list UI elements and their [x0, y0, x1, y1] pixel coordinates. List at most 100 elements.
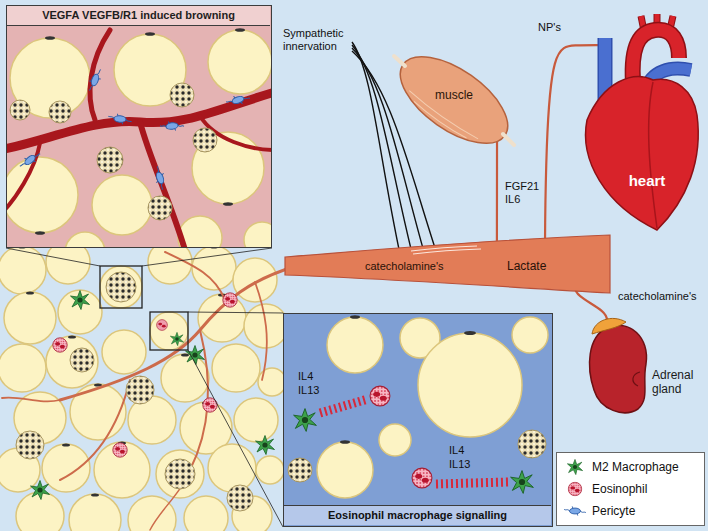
- fat-cluster: [161, 354, 209, 402]
- pericyte: [18, 148, 43, 171]
- inset-illustration: [35, 231, 45, 235]
- organ-label: muscle: [426, 88, 482, 102]
- pericyte: [159, 119, 184, 132]
- cytokine-label: IL13: [448, 458, 471, 471]
- cell-nucleus: [26, 291, 34, 294]
- zoom-frame: [142, 248, 272, 266]
- capillary: [255, 282, 267, 380]
- multilocular-adipocyte: [16, 431, 44, 459]
- muscle-organ: muscle: [388, 48, 520, 158]
- inset-panel: VEGFA VEGFB/R1 induced browning: [6, 5, 272, 248]
- macrophage: [170, 332, 183, 345]
- zoom-frame: [150, 312, 188, 350]
- adrenal-gland: Adrenal gland: [582, 312, 704, 416]
- vessel-label: catecholamine's: [365, 260, 457, 273]
- inset-illustration: [350, 315, 360, 319]
- inset-illustration: [6, 143, 40, 215]
- inset-illustration: [340, 315, 476, 444]
- multilocular-adipocyte: [165, 459, 195, 489]
- zoom-frame: [6, 248, 100, 266]
- inset-panel: Eosinophil macrophage signalling: [283, 313, 553, 527]
- fat-cluster: [58, 290, 102, 334]
- cytokine-label: IL13: [297, 384, 320, 397]
- cell-nucleus: [181, 353, 189, 356]
- pericyte: [86, 67, 104, 93]
- inset-illustration: [170, 83, 194, 107]
- cell-nucleus: [18, 239, 226, 496]
- fat-cluster: [100, 266, 142, 308]
- inset-illustration: [97, 147, 123, 173]
- capillary: [2, 252, 296, 530]
- multilocular-adipocyte: [126, 376, 154, 404]
- muscle-organ-outline: [413, 101, 467, 139]
- pericyte: [108, 113, 133, 125]
- cytokine-label: IL4: [448, 444, 465, 457]
- legend-symbol: [563, 458, 587, 476]
- fat-cluster: [208, 444, 256, 492]
- zoom-frame: [188, 312, 283, 313]
- capillary: [60, 380, 130, 480]
- zoom-frame: [100, 266, 142, 308]
- inset-illustration: [244, 222, 272, 248]
- muscle-organ-outline: [394, 56, 405, 66]
- adrenal-gland-outline: [582, 312, 704, 416]
- inset-ground: [283, 313, 553, 527]
- legend-symbol: [568, 482, 582, 496]
- cytokine-signal: [436, 482, 508, 484]
- inset-illustration: [235, 28, 245, 32]
- legend-symbol: [563, 502, 587, 520]
- inset-illustration: [340, 440, 350, 444]
- nerve-fibre: [352, 42, 400, 254]
- heart-organ-outline: [575, 10, 705, 232]
- fat-cluster: [46, 336, 98, 388]
- organ-label: heart: [617, 172, 677, 190]
- eosinophil: [412, 468, 432, 488]
- cytokine-label: IL4: [297, 370, 314, 383]
- macrophage: [31, 481, 50, 500]
- inset-illustration: [6, 30, 272, 248]
- inset-illustration: [45, 36, 55, 40]
- fat-cluster: [69, 494, 121, 531]
- fat-cluster: [258, 368, 286, 396]
- capillary: [2, 397, 60, 401]
- inset-illustration: [65, 232, 105, 248]
- inset-illustration: [145, 32, 155, 36]
- fat-cluster: [234, 398, 278, 442]
- fat-cluster: [212, 344, 260, 392]
- inset-illustration: [10, 83, 217, 220]
- cell-nucleus: [62, 443, 70, 446]
- legend-item: Eosinophil: [563, 480, 647, 498]
- inset-illustration: [140, 122, 185, 248]
- organ-label: Adrenal gland: [652, 368, 702, 397]
- inset-illustration: [223, 202, 233, 206]
- signal-line: [496, 132, 498, 249]
- signal-label: FGF21 IL6: [503, 180, 541, 206]
- adrenal-gland-outline: [592, 318, 626, 334]
- inset-illustration: [208, 30, 272, 94]
- fat-cluster: [0, 344, 46, 392]
- fat-cluster: [4, 292, 56, 344]
- inset-illustration: [317, 317, 548, 498]
- zoom-frame: [188, 350, 283, 527]
- inset-illustration: [148, 196, 172, 220]
- inset-illustration: [6, 28, 272, 248]
- legend-symbol: [563, 480, 587, 498]
- inset-illustration: [288, 315, 548, 498]
- fat-cluster: [0, 246, 46, 294]
- zoom-frame: [6, 248, 283, 527]
- nerve-label: Sympathetic innervation: [282, 27, 348, 53]
- inset-illustration: [288, 458, 312, 482]
- inset-illustration: [10, 100, 30, 120]
- fat-cluster: [94, 442, 150, 498]
- fat-cluster: [184, 496, 228, 531]
- inset-illustration: [512, 317, 548, 353]
- inset-illustration: [92, 175, 152, 235]
- cell-nucleus: [68, 335, 76, 338]
- inset-illustration: [418, 333, 522, 437]
- inset-illustration: [49, 101, 71, 123]
- blood-vessel-outline: [413, 249, 481, 254]
- legend-label: M2 Macrophage: [592, 460, 679, 474]
- inset-illustration: [193, 128, 217, 152]
- blood-vessel: catecholamine'sLactate: [285, 235, 610, 295]
